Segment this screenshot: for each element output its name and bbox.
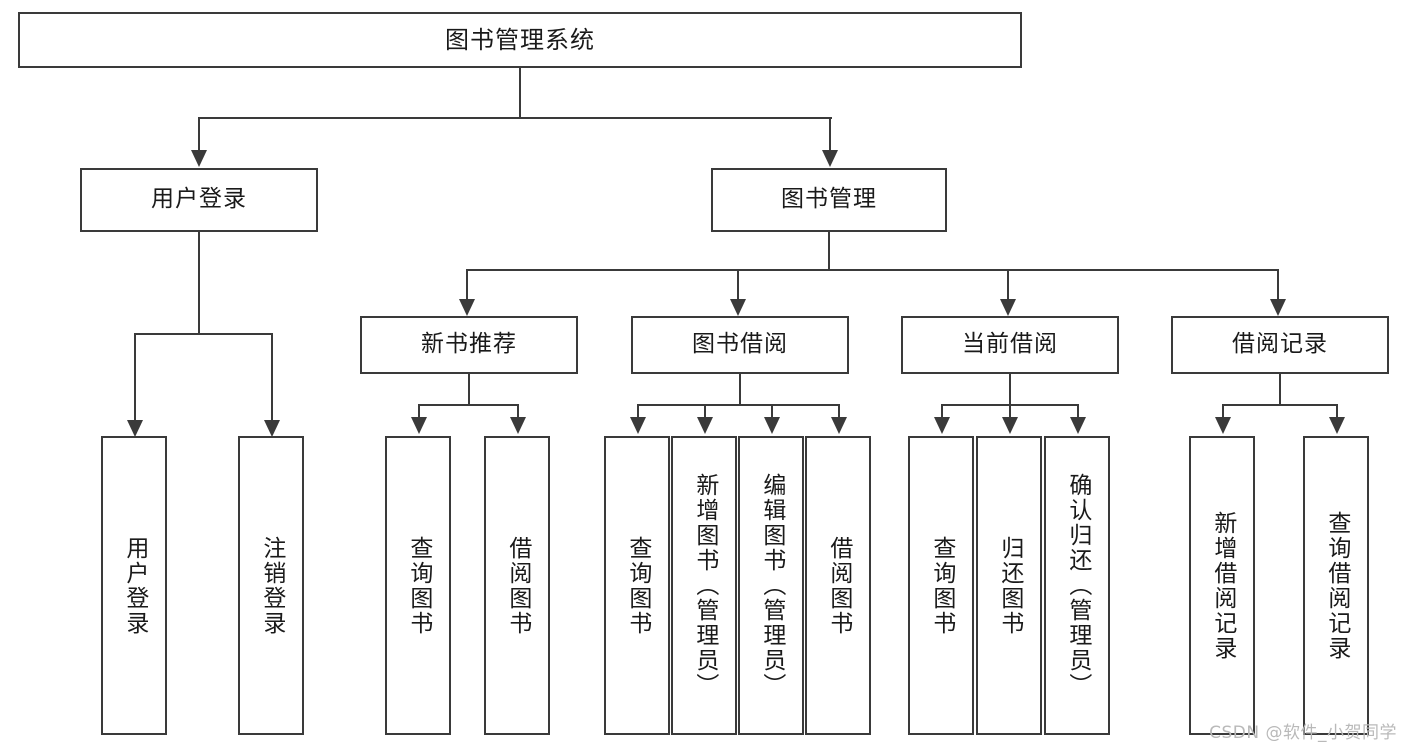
arrow-book-manage [822,150,838,167]
node-label: 查询借阅记录 [1323,510,1350,661]
connector-drop-leaf-user-logout [271,333,273,420]
leaf-borrow-query-book[interactable]: 查询图书 [604,436,670,735]
connector-level1-bus [198,117,832,119]
connector-drop-leaf-rec-search [1336,404,1338,418]
leaf-borrow-edit-book[interactable]: 编辑图书（管理员） [738,436,804,735]
node-label: 图书管理 [781,186,877,213]
node-borrow-record[interactable]: 借阅记录 [1171,316,1389,374]
connector-drop-leaf-rec-add [1222,404,1224,418]
node-label: 新书推荐 [421,331,517,358]
arrow-leaf-cur-confirm [1070,417,1086,434]
connector-borrow-record-stem [1279,374,1281,405]
arrow-leaf-user-login [127,420,143,437]
arrow-leaf-rec-add [1215,417,1231,434]
node-label: 查询图书 [928,535,955,636]
connector-drop-leaf-user-login [134,333,136,420]
connector-drop-leaf-cur-confirm [1077,404,1079,418]
connector-level3-bus [466,269,1278,271]
leaf-recommend-query-book[interactable]: 查询图书 [385,436,451,735]
node-label: 借阅图书 [825,535,852,636]
node-book-management[interactable]: 图书管理 [711,168,947,232]
arrow-leaf-cur-return [1002,417,1018,434]
leaf-current-return-book[interactable]: 归还图书 [976,436,1042,735]
node-label: 查询图书 [405,535,432,636]
connector-drop-leaf-borrow-do [838,404,840,418]
connector-current-borrow-stem [1009,374,1011,405]
leaf-borrow-add-book[interactable]: 新增图书（管理员） [671,436,737,735]
connector-borrow-record-bus [1222,404,1337,406]
node-current-borrow[interactable]: 当前借阅 [901,316,1119,374]
arrow-leaf-borrow-add [697,417,713,434]
connector-drop-leaf-borrow-edit [771,404,773,418]
node-label: 图书借阅 [692,331,788,358]
arrow-leaf-borrow-do [831,417,847,434]
leaf-record-search[interactable]: 查询借阅记录 [1303,436,1369,735]
node-label: 图书管理系统 [445,25,595,54]
arrow-user-login [191,150,207,167]
leaf-current-query-book[interactable]: 查询图书 [908,436,974,735]
connector-drop-leaf-cur-return [1009,404,1011,418]
node-label: 新增图书（管理员） [691,473,718,698]
connector-drop-book-manage [829,117,831,150]
connector-drop-leaf-rec-borrow [517,404,519,418]
arrow-leaf-cur-query [934,417,950,434]
leaf-user-logout[interactable]: 注销登录 [238,436,304,735]
connector-drop-new-book-rec [466,269,468,299]
arrow-leaf-borrow-query [630,417,646,434]
node-label: 用户登录 [151,186,247,213]
leaf-borrow-do-borrow[interactable]: 借阅图书 [805,436,871,735]
node-book-management-system[interactable]: 图书管理系统 [18,12,1022,68]
connector-new-book-rec-stem [468,374,470,405]
connector-drop-current-borrow [1007,269,1009,299]
leaf-user-login[interactable]: 用户登录 [101,436,167,735]
arrow-new-book-rec [459,299,475,316]
connector-drop-book-borrow [737,269,739,299]
arrow-leaf-user-logout [264,420,280,437]
node-new-book-recommendation[interactable]: 新书推荐 [360,316,578,374]
connector-root-stem [519,68,521,118]
node-label: 查询图书 [624,535,651,636]
arrow-leaf-borrow-edit [764,417,780,434]
node-label: 编辑图书（管理员） [758,473,785,698]
connector-drop-user-login [198,117,200,150]
node-label: 新增借阅记录 [1209,510,1236,661]
node-label: 归还图书 [996,535,1023,636]
arrow-leaf-rec-query [411,417,427,434]
leaf-record-add[interactable]: 新增借阅记录 [1189,436,1255,735]
connector-book-borrow-stem [739,374,741,405]
node-label: 借阅记录 [1232,331,1328,358]
connector-new-book-rec-bus [418,404,518,406]
node-label: 确认归还（管理员） [1064,473,1091,698]
arrow-book-borrow [730,299,746,316]
connector-book-borrow-bus [637,404,839,406]
leaf-current-confirm-return[interactable]: 确认归还（管理员） [1044,436,1110,735]
connector-user-login-bus [134,333,272,335]
connector-drop-leaf-cur-query [941,404,943,418]
node-label: 用户登录 [121,535,148,636]
node-label: 当前借阅 [962,331,1058,358]
arrow-borrow-record [1270,299,1286,316]
arrow-leaf-rec-search [1329,417,1345,434]
arrow-current-borrow [1000,299,1016,316]
connector-drop-leaf-borrow-add [704,404,706,418]
node-label: 注销登录 [258,535,285,636]
node-book-borrow[interactable]: 图书借阅 [631,316,849,374]
connector-drop-leaf-borrow-query [637,404,639,418]
node-user-login[interactable]: 用户登录 [80,168,318,232]
connector-drop-leaf-rec-query [418,404,420,418]
node-label: 借阅图书 [504,535,531,636]
connector-book-manage-stem [828,232,830,270]
connector-user-login-stem [198,232,200,334]
arrow-leaf-rec-borrow [510,417,526,434]
leaf-recommend-borrow-book[interactable]: 借阅图书 [484,436,550,735]
connector-drop-borrow-record [1277,269,1279,299]
